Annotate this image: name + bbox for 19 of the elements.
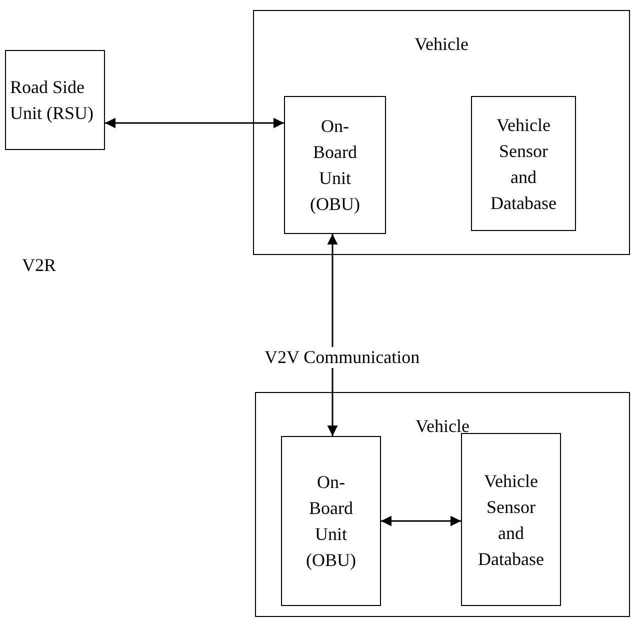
box-label: Road Side Unit (RSU): [9, 76, 95, 125]
box-label: On- Board Unit (OBU): [309, 115, 361, 216]
component-box: [5, 50, 105, 150]
box-label: On- Board Unit (OBU): [305, 471, 357, 572]
vehicle-container: [253, 10, 630, 255]
edge-label: V2V Communication: [264, 347, 420, 368]
box-label: Vehicle Sensor and Database: [477, 470, 545, 570]
component-box: [471, 96, 576, 231]
double-arrow: [105, 118, 284, 128]
double-arrow: [381, 516, 461, 526]
vehicle-container: [255, 392, 630, 617]
component-box: [461, 433, 561, 606]
component-box: [284, 96, 386, 234]
container-title: Vehicle: [414, 415, 470, 438]
container-title: Vehicle: [414, 33, 470, 56]
component-box: [281, 436, 381, 606]
box-label: Vehicle Sensor and Database: [490, 114, 558, 214]
text-label: V2R: [22, 255, 56, 276]
double-arrow: [327, 234, 338, 436]
